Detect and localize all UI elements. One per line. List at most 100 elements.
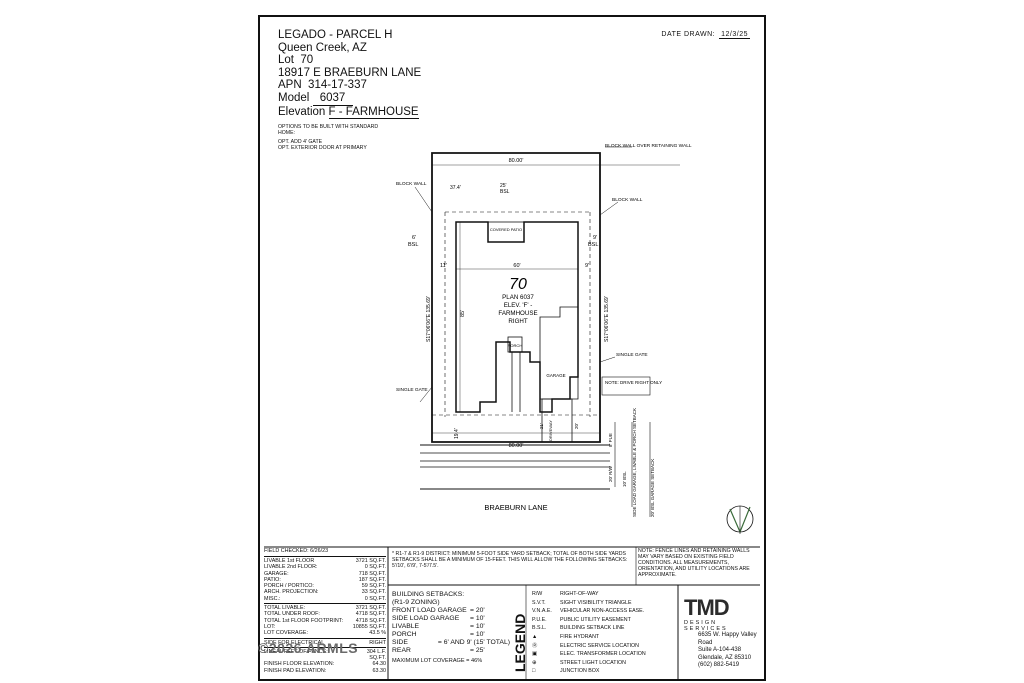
fence-note: NOTE: FENCE LINES AND RETAINING WALLS MA… (638, 548, 750, 578)
garage-outline (539, 306, 579, 400)
area-row: FINISH FLOOR ELEVATION:64.30 (264, 661, 386, 668)
setback-row: FRONT LOAD GARAGE= 20' (392, 607, 485, 614)
single-gate-left-label: SINGLE GATE (396, 387, 428, 393)
legend-row: V.N.A.E.VEHICULAR NON-ACCESS EASE. (532, 608, 645, 615)
city: Queen Creek, AZ (278, 41, 367, 54)
area-row: ARCH. PROJECTION:33 SQ.FT. (264, 589, 386, 596)
plan-label: PLAN 6037 (502, 294, 534, 301)
right-bsl-label: 9' (593, 235, 597, 241)
model-number: 6037 (312, 92, 353, 106)
apn-line: APN 314-17-337 (278, 79, 367, 92)
setbacks-zoning: (R1-9 ZONING) (392, 599, 440, 606)
area-row: TOTAL LIVABLE:3721 SQ.FT. (264, 605, 386, 612)
field-checked: FIELD CHECKED: 6/26/23 (264, 548, 329, 554)
area-row: LOT COVERAGE:43.5 % (264, 630, 386, 637)
top-dim-label: 80.00' (509, 158, 524, 164)
area-row: PORCH / PORTICO:59 SQ.FT. (264, 583, 386, 590)
junction-box-icon: □ (532, 668, 536, 675)
covered-patio-label: COVERED PATIO (490, 227, 522, 232)
side-load-note: SIDE LOAD GARAGE, LIVABLE & PORCH SETBAC… (632, 408, 637, 517)
setback-row: LIVABLE= 10' (392, 623, 485, 630)
district-note: * R1-7 & R1-9 DISTRICT: MINIMUM 5-FOOT S… (392, 551, 628, 570)
legend-row: ⊕STREET LIGHT LOCATION (532, 659, 626, 666)
front-20-label: 20' (574, 423, 579, 429)
single-gate-right-label: SINGLE GATE (616, 352, 648, 358)
block-wall-left-label: BLOCK WALL (396, 181, 427, 187)
style-label: FARMHOUSE (498, 310, 537, 317)
house-depth-label: 85' (460, 310, 466, 317)
legend-row: ▲FIRE HYDRANT (532, 633, 600, 640)
legend-row: P.U.E.PUBLIC UTILITY EASEMENT (532, 616, 631, 623)
block-wall-right-label: BLOCK WALL (612, 197, 643, 203)
lot-line: Lot 70 (278, 54, 314, 67)
drive-note: NOTE: DRIVE RIGHT ONLY (605, 380, 662, 385)
area-row: LOT:10855 SQ.FT. (264, 623, 386, 630)
street-name: BRAEBURN LANE (484, 503, 547, 512)
company-tagline: DESIGN SERVICES (684, 620, 728, 632)
legend-row: B.S.L.BUILDING SETBACK LINE (532, 625, 625, 632)
setback-row: SIDE= 6' AND 9' (15' TOTAL) (392, 639, 510, 646)
front-21-label: 21' (539, 423, 544, 429)
area-row: SQ.FT. (369, 655, 386, 662)
area-row: FINISH PAD ELEVATION:63.30 (264, 667, 386, 674)
option-item: OPT. EXTERIOR DOOR AT PRIMARY (278, 145, 367, 151)
leader (599, 356, 616, 363)
site-plan-drawing: 80.00' 80.00' 25' BSL 37.4' S17°06'06"E … (396, 143, 754, 534)
legend-row: ▣ELEC. TRANSFORMER LOCATION (532, 651, 646, 658)
title-block-lines (264, 546, 760, 679)
porch-outline (507, 336, 523, 353)
leader (599, 201, 619, 216)
covered-patio (487, 221, 525, 243)
apn-number: 314-17-337 (308, 79, 367, 92)
rear-setback-label: 25' (500, 183, 507, 189)
leader (419, 386, 433, 403)
driveway (541, 398, 573, 443)
legend-row: S.V.T.SIGHT VISIBILITY TRIANGLE (532, 599, 632, 606)
elev-label: ELEV. 'F' - (504, 302, 533, 309)
area-row: LIVABLE 2nd FLOOR:0 SQ.FT. (264, 564, 386, 571)
company-logo: TMD (684, 595, 730, 620)
left-bsl-label: 6' (412, 235, 416, 241)
area-row: GARAGE:718 SQ.FT. (264, 570, 386, 577)
area-row: TOTAL 1st FLOOR FOOTPRINT:4718 SQ.FT. (264, 617, 386, 624)
lot-number: 70 (300, 54, 314, 67)
area-row: LINEAL FEET OF FENCE:304 L.F. (264, 648, 386, 655)
legend-row: □JUNCTION BOX (532, 668, 600, 675)
transformer-icon: ▣ (532, 651, 538, 658)
front-left-label: 19.4' (454, 428, 460, 439)
model-line: Model 6037 (278, 92, 421, 106)
right-bsl-sub: BSL (588, 242, 598, 248)
max-coverage: MAXIMUM LOT COVERAGE = 46% (392, 658, 483, 664)
legend-title: LEGEND (512, 613, 528, 672)
street-light-icon: ⊕ (532, 659, 537, 666)
options-block: OPTIONS TO BE BUILT WITH STANDARD HOME: … (278, 124, 388, 151)
porch-label: PORCH (508, 343, 523, 348)
rear-yard-label: 37.4' (450, 185, 461, 191)
area-row: PATIO:187 SQ.FT. (264, 576, 386, 583)
side-left-label: 11' (440, 263, 447, 269)
setback-row: REAR= 25' (392, 647, 485, 654)
setback-row: PORCH= 10' (392, 631, 485, 638)
elevation-value: F - FARMHOUSE (328, 105, 419, 120)
left-bsl-sub: BSL (408, 242, 418, 248)
options-title: OPTIONS TO BE BUILT WITH STANDARD HOME: (278, 124, 379, 136)
pue-label: 8' PUE (608, 433, 613, 447)
leader (414, 186, 433, 213)
house-width-label: 60' (513, 263, 520, 269)
driveway-label: DRIVEWAY (548, 420, 553, 441)
setback-row: SIDE LOAD GARAGE= 10' (392, 615, 485, 622)
front-bsl10-label: 10' BSL (622, 471, 627, 487)
right-bearing-label: S17°06'06"E 135.69' (604, 296, 610, 342)
garage-label: GARAGE (546, 373, 565, 378)
bottom-dim-label: 80.00' (509, 443, 524, 449)
area-row: TOTAL UNDER ROOF:4718 SQ.FT. (264, 611, 386, 618)
setbacks-title: BUILDING SETBACKS: (392, 591, 465, 598)
drive-note-box (601, 376, 651, 396)
date-drawn: DATE DRAWN:12/3/25 (661, 31, 750, 39)
date-value: 12/3/25 (719, 31, 750, 39)
rear-setback-sub: BSL (500, 189, 510, 195)
